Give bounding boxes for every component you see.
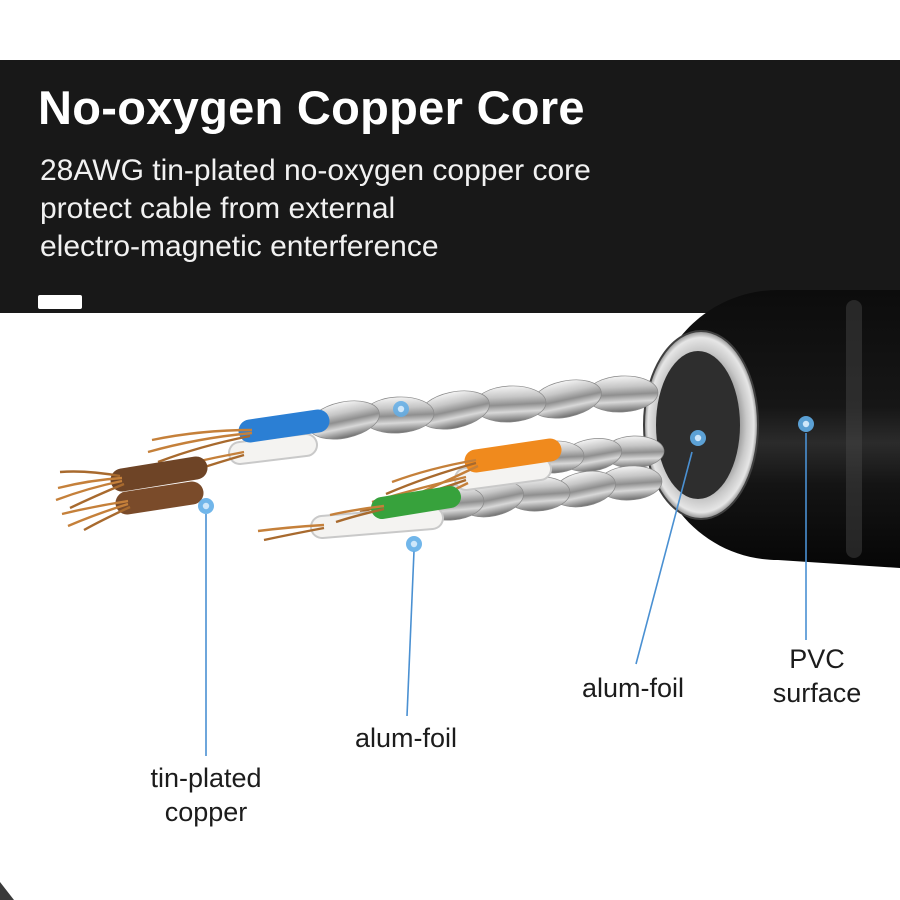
wire-green [371,486,461,519]
copper-strands-brown-pair [55,470,131,532]
description-line: protect cable from external [40,192,396,225]
wire-orange [464,438,562,473]
divider-dash [38,295,82,309]
wire-brown [115,481,204,515]
wire-orange-pair [454,438,562,491]
page-title: No-oxygen Copper Core [38,81,585,134]
annotation-dot-foil-top [393,401,409,417]
jacket-highlight [846,300,862,558]
wire-green-pair [310,486,461,539]
description-line: 28AWG tin-plated no-oxygen copper core [40,154,591,187]
wire-brown-pair [110,456,208,515]
leader-lines [205,433,807,756]
annotation-dots [198,401,814,552]
annotation-dot-pvc-surface [798,416,814,432]
label-alum-foil-upper: alum-foil [581,673,685,703]
annotation-dot-tin-plated-copper [198,498,214,514]
label-alum-foil-lower: alum-foil [354,723,458,753]
leader-line-alum-foil-lower [406,550,415,717]
alum-foil-ring [643,330,759,520]
wire-blue [238,409,330,443]
twisted-foil-pair-top [308,375,659,440]
description-line: electro-magnetic enterference [40,230,439,263]
wire-blue-pair [228,409,330,465]
label-tin-plated-copper: tin-plated copper [150,763,262,827]
annotation-dot-alum-foil-lower [406,536,422,552]
wire-brown [110,456,208,492]
label-pvc-surface: PVC surface [772,644,862,708]
header-band [0,60,900,313]
corner-artifact [0,882,14,900]
header-description: 28AWG tin-plated no-oxygen copper core p… [40,152,591,266]
annotation-dot-alum-foil-upper [690,430,706,446]
copper-strands-green-pair [257,504,385,542]
leader-line-alum-foil-upper [635,451,693,665]
